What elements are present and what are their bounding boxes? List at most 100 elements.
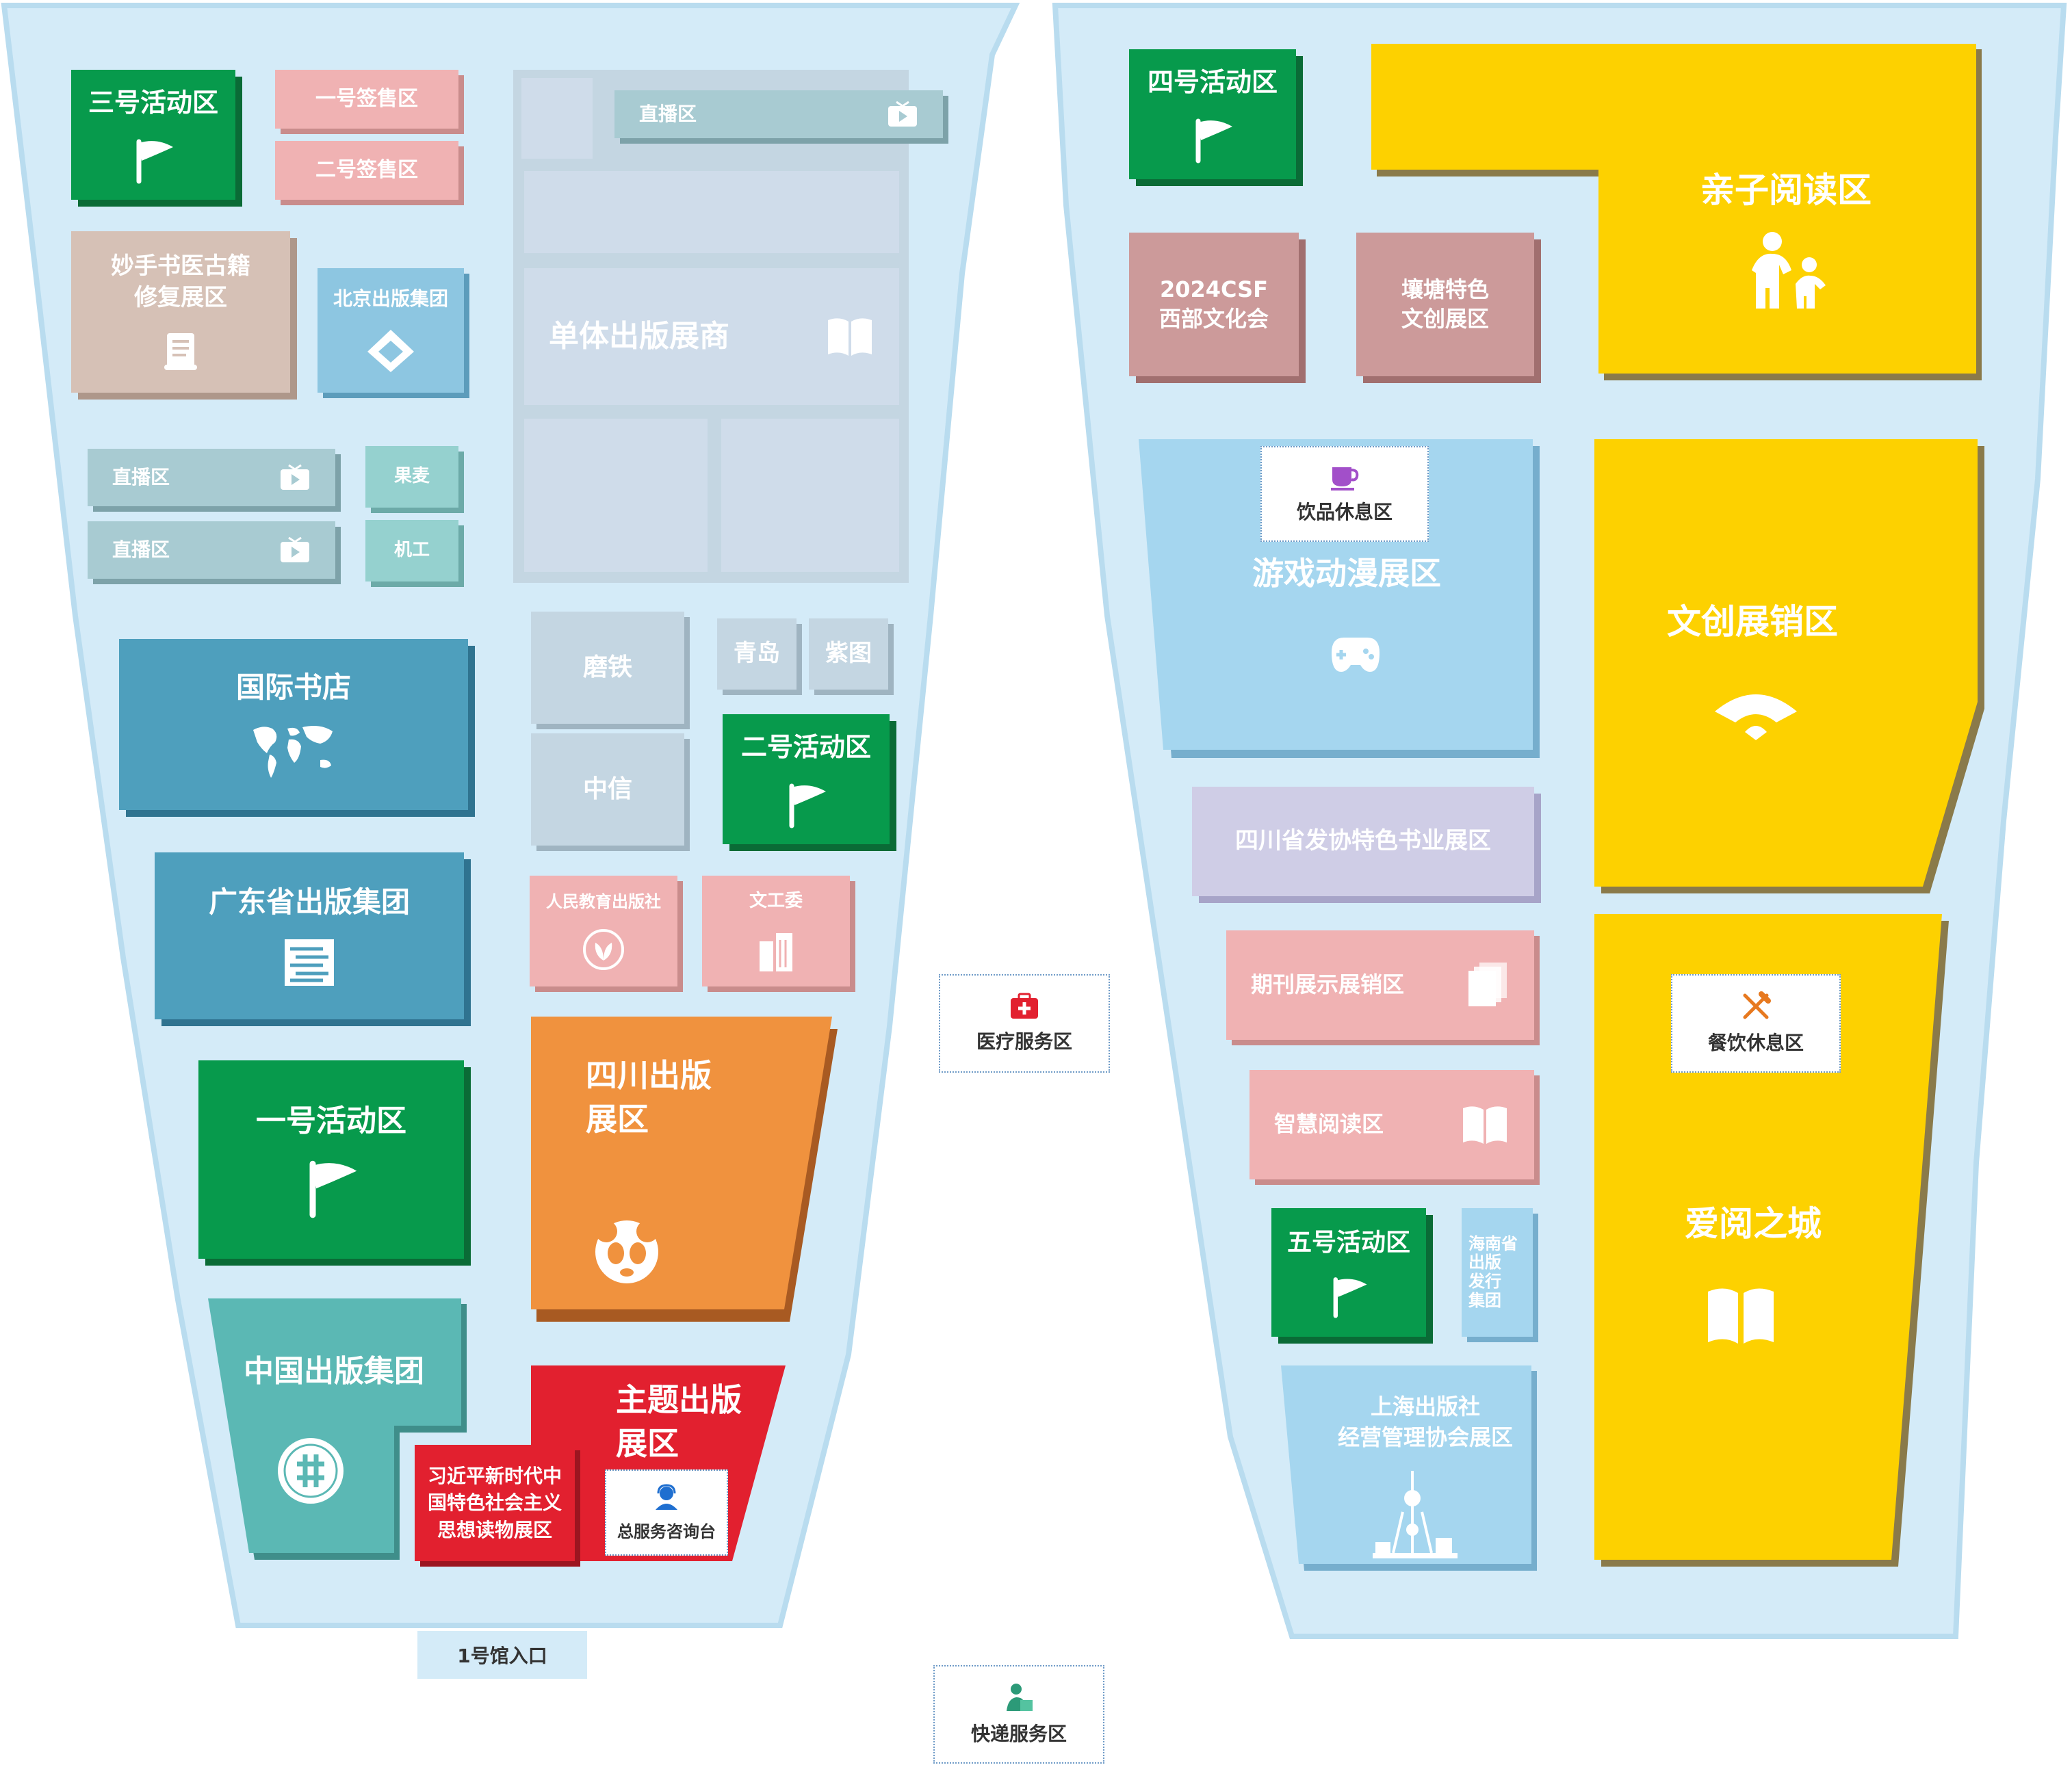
leaf-circle-icon <box>583 929 624 971</box>
zone-parent-child-reading-label: 亲子阅读区 <box>1700 170 1872 211</box>
zone-parent-child-reading: 亲子阅读区 <box>1601 137 1971 342</box>
drinks-rest-area-label: 饮品休息区 <box>1296 501 1393 523</box>
open-book-icon <box>1463 1106 1507 1144</box>
zone-china-publishing-group-label: 中国出版集团 <box>244 1354 424 1389</box>
scroll-icon <box>164 332 197 370</box>
zone-sichuan-association-label: 四川省发协特色书业展区 <box>1235 827 1491 855</box>
zone-livestream-a-label: 直播区 <box>112 466 170 489</box>
zone-signing-2[interactable]: 二号签售区 <box>275 141 458 200</box>
zone-sichuan-association[interactable]: 四川省发协特色书业展区 <box>1192 787 1534 896</box>
zone-livestream-b-label: 直播区 <box>112 538 170 562</box>
zone-zhongxin[interactable]: 中信 <box>531 733 684 846</box>
booth-cell[interactable] <box>524 171 899 253</box>
tv-icon <box>281 464 309 490</box>
zone-zhongxin-label: 中信 <box>582 774 632 803</box>
zone-motie-label: 磨铁 <box>582 653 632 681</box>
building-icon <box>760 932 792 971</box>
service-desk[interactable]: 总服务咨询台 <box>605 1469 728 1556</box>
booth-cell[interactable] <box>524 419 708 572</box>
zone-signing-1-label: 一号签售区 <box>315 86 418 111</box>
zone-smart-reading[interactable]: 智慧阅读区 <box>1249 1070 1534 1179</box>
flag-icon <box>1333 1277 1367 1318</box>
zone-livestream-top-label: 直播区 <box>639 103 697 126</box>
zone-guangdong-publishing[interactable]: 广东省出版集团 <box>155 852 464 1019</box>
zone-guomai[interactable]: 果麦 <box>365 446 458 508</box>
folding-fan-icon <box>1715 694 1797 740</box>
zone-wengongwei-label: 文工委 <box>749 891 803 912</box>
zone-parent-child-reading-shape[interactable] <box>1369 41 1998 390</box>
document-stack-icon <box>285 939 334 986</box>
booth-cell[interactable] <box>721 419 899 572</box>
first-aid-kit-icon <box>1011 993 1038 1019</box>
zone-peoples-education-press[interactable]: 人民教育出版社 <box>530 876 677 986</box>
zone-sichuan-publishing-label: 四川出版 展区 <box>586 1057 712 1138</box>
zone-livestream-top[interactable]: 直播区 <box>614 90 943 138</box>
zone-rangtang-creative[interactable]: 壤塘特色 文创展区 <box>1356 233 1534 376</box>
zone-activity-2[interactable]: 二号活动区 <box>723 714 890 844</box>
zone-zitu[interactable]: 紫图 <box>809 618 888 690</box>
zone-signing-2-label: 二号签售区 <box>315 157 418 182</box>
zone-beijing-publishing-label: 北京出版集团 <box>333 287 448 311</box>
zone-ancient-book-repair-label: 妙手书医古籍 修复展区 <box>111 252 250 311</box>
zone-hainan-publishing-label: 海南省 出版 发行 集团 <box>1468 1233 1518 1310</box>
zone-guangdong-publishing-label: 广东省出版集团 <box>208 885 410 919</box>
flag-icon <box>136 139 173 184</box>
zone-xi-thought-reading-label: 习近平新时代中 国特色社会主义 思想读物展区 <box>427 1465 562 1541</box>
express-service-label: 快递服务区 <box>970 1723 1067 1745</box>
zone-theme-publishing-label: 主题出版 展区 <box>616 1381 742 1463</box>
zone-qingdao-label: 青岛 <box>734 640 780 668</box>
zone-signing-1[interactable]: 一号签售区 <box>275 70 458 129</box>
zone-shanghai-publishing-label: 上海出版社 经营管理协会展区 <box>1337 1394 1513 1450</box>
zone-livestream-b[interactable]: 直播区 <box>88 521 335 579</box>
zone-qingdao[interactable]: 青岛 <box>717 618 797 690</box>
zone-international-bookstore-label: 国际书店 <box>235 670 351 704</box>
zone-beijing-publishing[interactable]: 北京出版集团 <box>318 268 464 393</box>
zone-creative-sales-shape[interactable] <box>1590 435 1987 900</box>
magazine-stack-icon <box>1468 963 1507 1006</box>
zone-activity-4[interactable]: 四号活动区 <box>1129 49 1296 179</box>
flag-icon <box>789 783 826 828</box>
zone-international-bookstore[interactable]: 国际书店 <box>119 639 468 810</box>
zone-jigong[interactable]: 机工 <box>365 520 458 581</box>
zone-zitu-label: 紫图 <box>825 640 872 668</box>
drinks-rest-area[interactable]: 饮品休息区 <box>1260 446 1429 542</box>
zone-activity-1[interactable]: 一号活动区 <box>198 1060 464 1259</box>
zone-rangtang-creative-label: 壤塘特色 文创展区 <box>1401 276 1489 332</box>
service-desk-label: 总服务咨询台 <box>617 1521 716 1541</box>
zone-motie[interactable]: 磨铁 <box>531 612 684 724</box>
zone-livestream-a[interactable]: 直播区 <box>88 449 335 506</box>
zone-games-anime-shape[interactable] <box>1133 434 1544 762</box>
zone-love-reading-city-shape[interactable] <box>1590 910 1960 1573</box>
booth-cell[interactable] <box>521 78 593 159</box>
express-service[interactable]: 快递服务区 <box>933 1665 1104 1764</box>
diamond-logo-icon <box>367 329 414 372</box>
food-rest-area[interactable]: 餐饮休息区 <box>1671 974 1841 1073</box>
zone-periodicals[interactable]: 期刊展示展销区 <box>1226 930 1534 1040</box>
zone-xi-thought-reading[interactable]: 习近平新时代中 国特色社会主义 思想读物展区 <box>415 1445 575 1561</box>
zone-single-exhibitors[interactable]: 单体出版展商 <box>524 268 899 405</box>
zone-activity-5[interactable]: 五号活动区 <box>1271 1208 1426 1337</box>
medical-service-label: 医疗服务区 <box>976 1030 1072 1053</box>
world-map-icon <box>253 726 333 779</box>
zone-wengongwei[interactable]: 文工委 <box>702 876 850 986</box>
medical-service[interactable]: 医疗服务区 <box>939 974 1110 1073</box>
hall-1-entrance[interactable]: 1号馆入口 <box>417 1631 587 1679</box>
coffee-cup-icon <box>1331 467 1359 491</box>
zone-ancient-book-repair[interactable]: 妙手书医古籍 修复展区 <box>71 231 290 393</box>
zone-activity-4-label: 四号活动区 <box>1147 67 1278 98</box>
zone-single-exhibitors-label: 单体出版展商 <box>549 319 729 354</box>
zone-activity-3[interactable]: 三号活动区 <box>71 70 235 200</box>
tv-icon <box>888 101 917 127</box>
zone-2024csf[interactable]: 2024CSF 西部文化会 <box>1129 233 1299 376</box>
zone-hainan-publishing[interactable]: 海南省 出版 发行 集团 <box>1462 1208 1533 1337</box>
china-publishing-seal-icon <box>278 1438 344 1504</box>
zone-activity-3-label: 三号活动区 <box>88 88 218 118</box>
zone-2024csf-label: 2024CSF 西部文化会 <box>1158 276 1269 332</box>
parent-child-icon <box>1752 231 1826 309</box>
zone-activity-1-label: 一号活动区 <box>256 1103 406 1139</box>
hall-1-entrance-label: 1号馆入口 <box>457 1645 547 1667</box>
zone-sichuan-publishing-shape[interactable] <box>527 1012 855 1334</box>
zone-periodicals-label: 期刊展示展销区 <box>1251 971 1405 998</box>
zone-shanghai-publishing-shape[interactable] <box>1277 1361 1551 1573</box>
zone-china-publishing-group-shape[interactable] <box>205 1296 479 1569</box>
